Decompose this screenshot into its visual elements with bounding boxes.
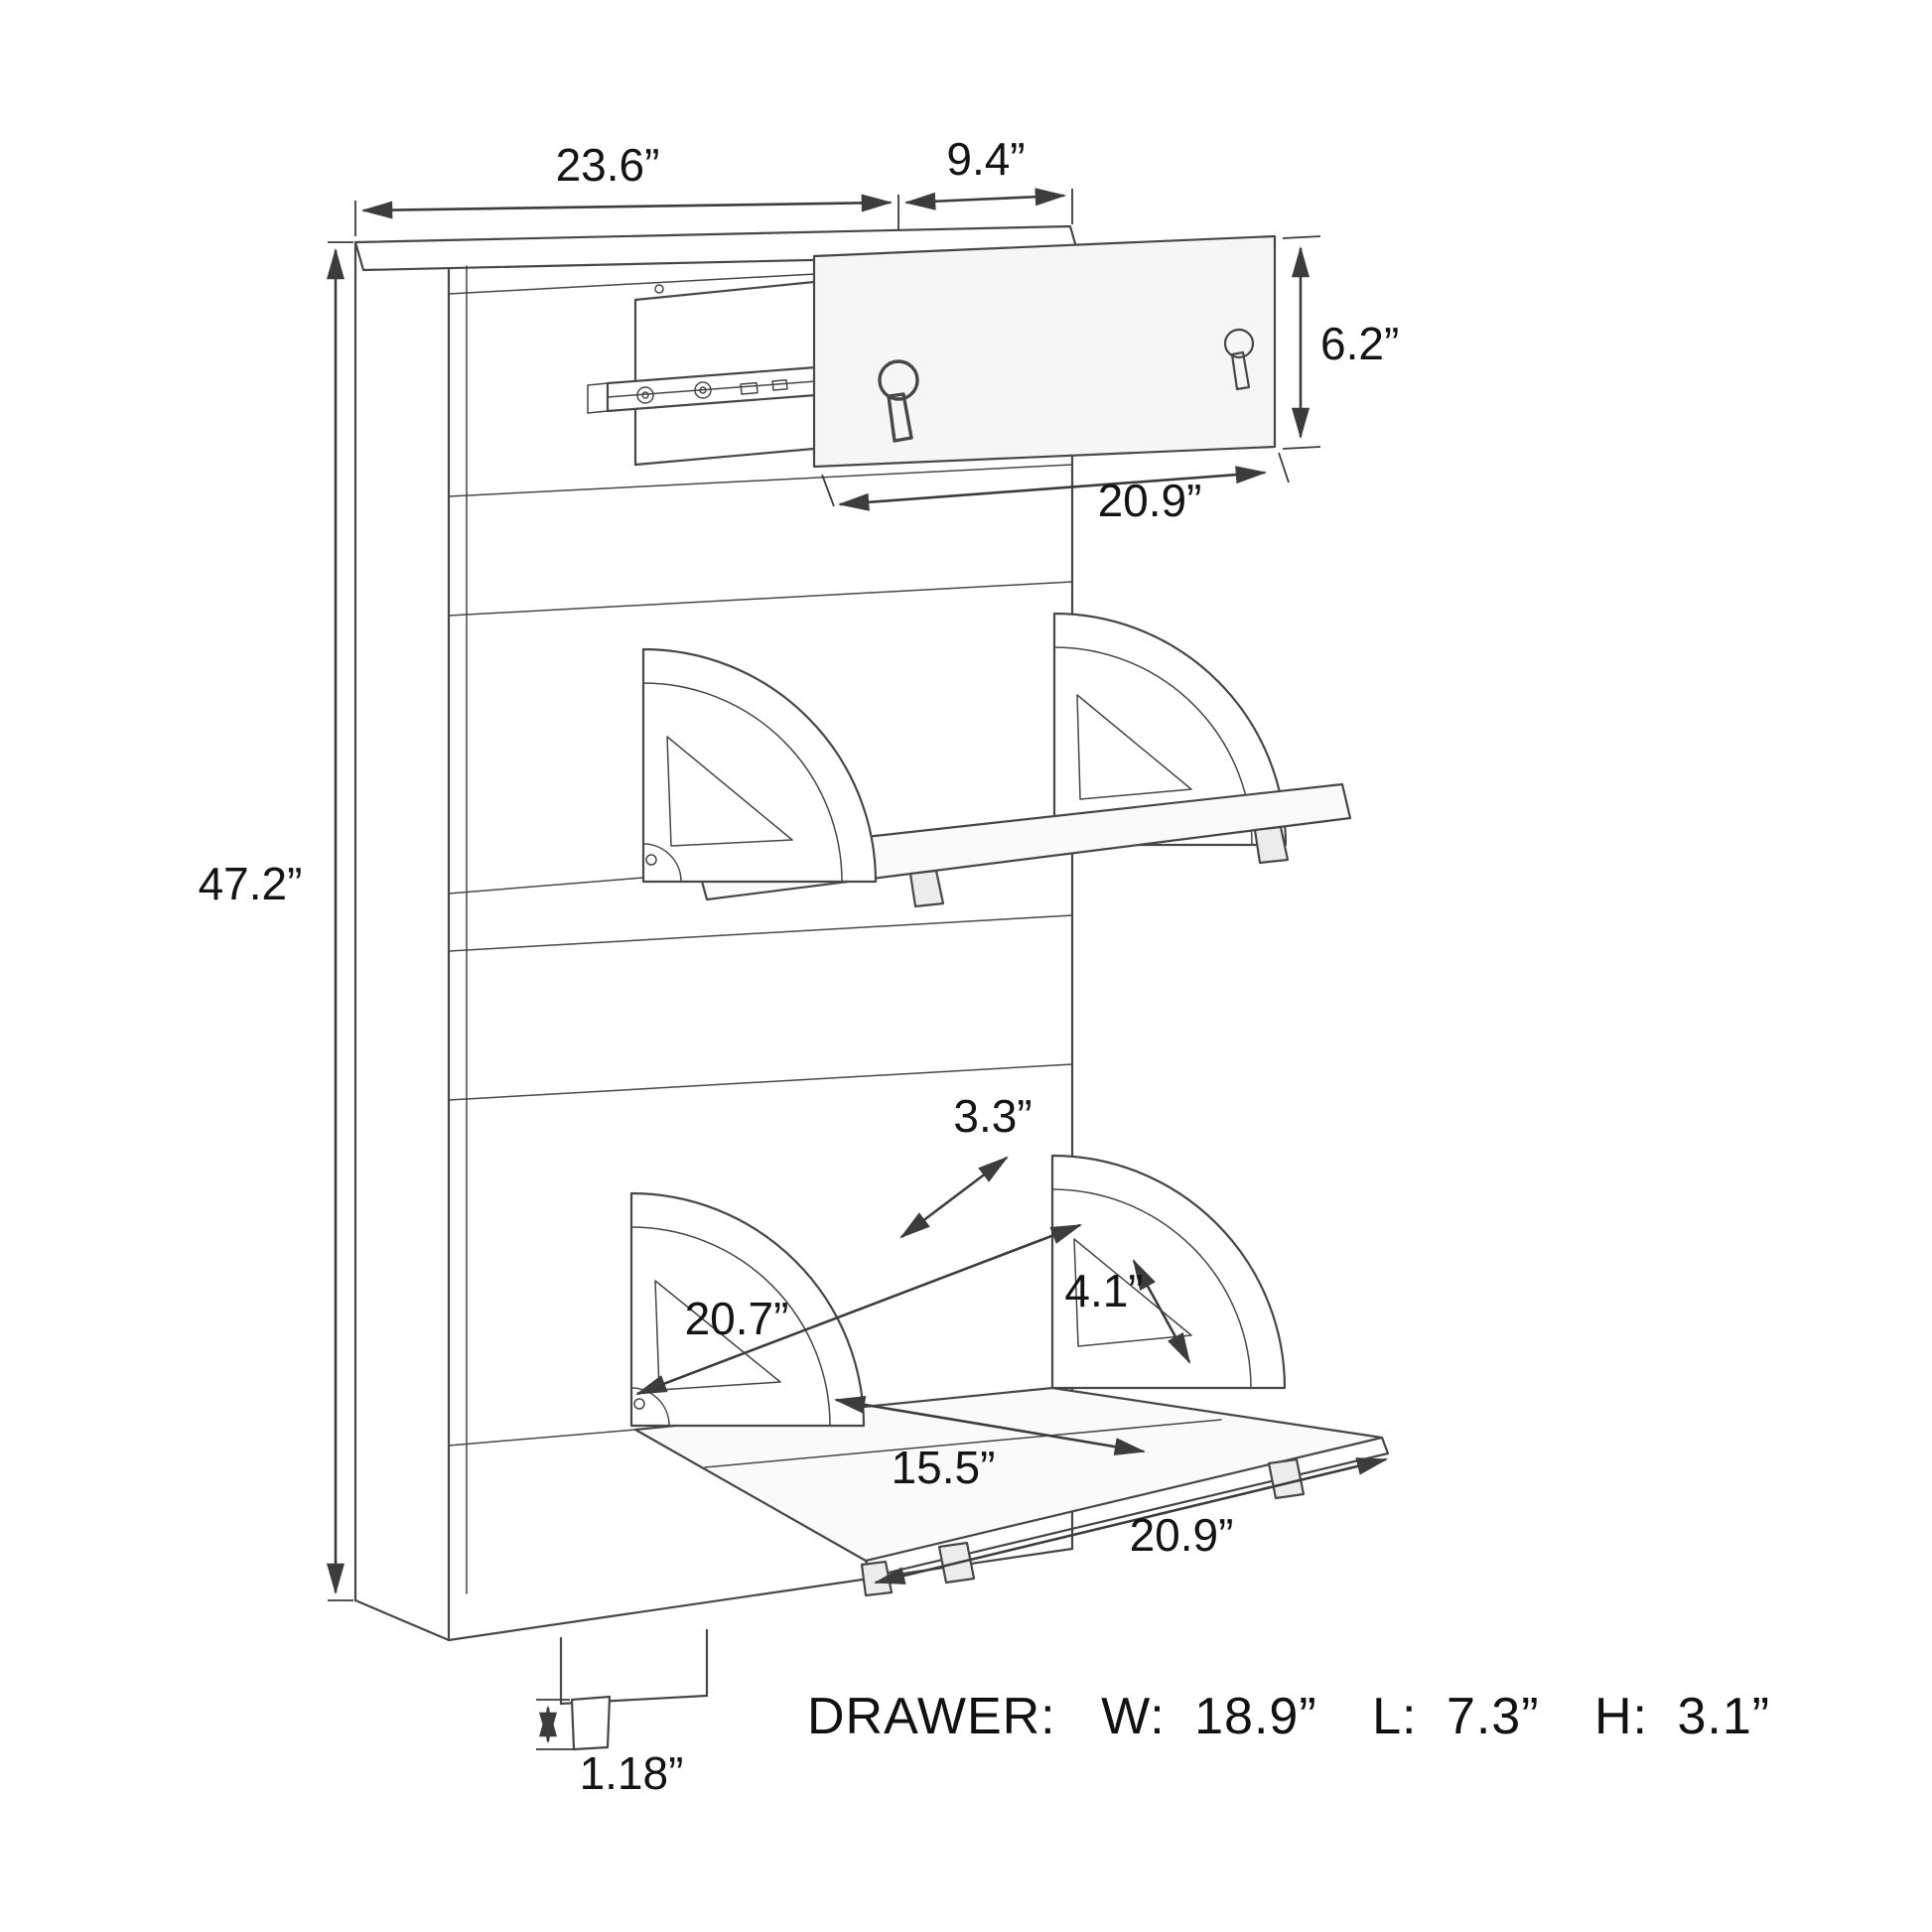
rail-hole-icon bbox=[699, 386, 707, 394]
dimension-flap-length: 20.7” bbox=[634, 1223, 1083, 1396]
right-fan-inner-arc bbox=[1051, 1188, 1252, 1389]
dim-label-drawer-height: 6.2” bbox=[1320, 318, 1399, 369]
dimension-arrow bbox=[837, 466, 1268, 511]
screw-icon bbox=[654, 284, 664, 294]
rail-slot bbox=[771, 379, 788, 391]
spec-w-label: W: bbox=[1101, 1688, 1166, 1745]
spec-l-label: L: bbox=[1372, 1688, 1417, 1745]
rail-end-bracket bbox=[587, 382, 609, 414]
middle-flip-compartment bbox=[448, 612, 1352, 908]
drawer-slide-rail bbox=[587, 365, 818, 414]
dim-label-foot-height: 1.18” bbox=[580, 1747, 684, 1799]
dimension-drawer-height: 6.2” bbox=[1282, 235, 1399, 450]
bottom-flip-compartment bbox=[448, 1154, 1390, 1597]
dim-label-flap-front-width: 20.9” bbox=[1130, 1509, 1234, 1561]
drawer-side-top-edge bbox=[633, 280, 816, 302]
drawer-spec-text: DRAWER: W: 18.9” L: 7.3” H: 3.1” bbox=[807, 1688, 1770, 1745]
cabinet-carcass bbox=[353, 224, 1080, 1642]
rail-hole-icon bbox=[636, 386, 654, 404]
dimension-flap-front-width: 20.9” bbox=[873, 1457, 1389, 1585]
left-fan-inner-arc bbox=[642, 682, 843, 883]
spec-prefix: DRAWER: bbox=[807, 1688, 1056, 1745]
dim-label-cabinet-height: 47.2” bbox=[199, 858, 303, 909]
rail-slot bbox=[740, 381, 759, 395]
spec-l-value: 7.3” bbox=[1447, 1688, 1540, 1745]
spec-w-value: 18.9” bbox=[1194, 1688, 1317, 1745]
dimension-flap-gap: 3.3” bbox=[899, 1090, 1033, 1239]
dim-label-drawer-width: 20.9” bbox=[1098, 475, 1202, 526]
dim-label-flap-gap: 3.3” bbox=[953, 1090, 1032, 1142]
shelf-line-3 bbox=[448, 914, 1073, 952]
spec-h-value: 3.1” bbox=[1677, 1688, 1770, 1745]
rail-hole-icon bbox=[641, 391, 649, 399]
dimension-arrow bbox=[634, 1223, 1083, 1396]
spec-h-label: H: bbox=[1594, 1688, 1648, 1745]
base-pedestal bbox=[559, 1628, 709, 1751]
dim-label-flap-depth: 4.1” bbox=[1064, 1265, 1143, 1316]
hinge-line bbox=[448, 877, 644, 895]
hinge-line bbox=[448, 1429, 636, 1447]
cabinet-bottom-left-edge bbox=[353, 1598, 451, 1642]
dimension-drawer-width: 20.9” bbox=[821, 452, 1290, 526]
dim-label-top-depth: 9.4” bbox=[946, 133, 1025, 185]
door-foot bbox=[1253, 825, 1290, 865]
left-fan-cutout bbox=[666, 736, 793, 847]
dimension-arrow bbox=[1132, 1259, 1191, 1364]
drawer-side-bottom-edge bbox=[633, 447, 816, 467]
dim-label-top-width: 23.6” bbox=[556, 139, 660, 191]
dimension-top-depth: 9.4” bbox=[903, 133, 1073, 224]
dimension-arrow bbox=[360, 194, 894, 219]
shelf-line-1 bbox=[448, 464, 1073, 497]
dimension-arrow bbox=[873, 1457, 1389, 1585]
dimension-arrow bbox=[903, 188, 1067, 210]
left-fan-pivot-arc bbox=[642, 843, 682, 883]
door-knob bbox=[908, 869, 945, 908]
cabinet-foot bbox=[570, 1695, 612, 1751]
drawer-knob-inner bbox=[878, 359, 919, 443]
door-foot bbox=[1267, 1457, 1306, 1500]
shelf-line-2 bbox=[448, 581, 1073, 617]
dimension-arrow bbox=[833, 1395, 1147, 1456]
drawer-front-panel bbox=[812, 234, 1277, 469]
top-drawer bbox=[587, 234, 1277, 469]
pivot-pin-icon bbox=[633, 1398, 645, 1410]
dimension-cabinet-height: 47.2” bbox=[199, 241, 353, 1601]
drawer-knob bbox=[1223, 328, 1255, 391]
dimension-top-width: 23.6” bbox=[354, 139, 899, 236]
dim-label-flap-length: 20.7” bbox=[685, 1293, 789, 1344]
pivot-pin-icon bbox=[645, 854, 657, 866]
rail-hole-icon bbox=[694, 381, 712, 399]
right-fan-cutout bbox=[1076, 694, 1192, 800]
cabinet-front-bottom-edge bbox=[447, 1547, 1074, 1642]
dim-label-flap-inner-width: 15.5” bbox=[892, 1442, 996, 1493]
left-fan-bracket bbox=[641, 647, 878, 884]
dimension-arrow bbox=[899, 1156, 1009, 1239]
dimension-foot-height: 1.18” bbox=[536, 1699, 684, 1799]
shelf-line-4 bbox=[448, 1063, 1073, 1101]
